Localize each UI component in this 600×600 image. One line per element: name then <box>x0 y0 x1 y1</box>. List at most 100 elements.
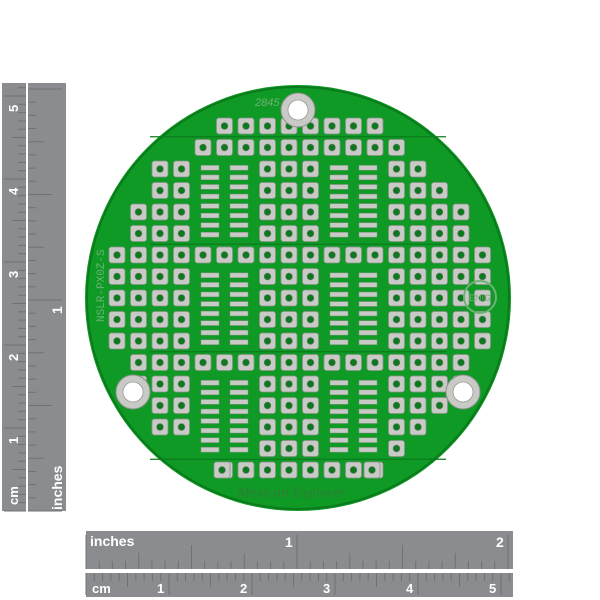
solder-pad <box>259 461 276 479</box>
solder-pad <box>302 289 319 307</box>
solder-pad <box>345 139 362 156</box>
solder-pad <box>213 461 231 479</box>
solder-pad <box>259 268 276 285</box>
solder-pad <box>280 354 298 371</box>
solder-pad <box>280 289 298 307</box>
solder-pad <box>259 289 276 307</box>
solder-pad <box>173 311 190 328</box>
solder-pad <box>173 225 190 242</box>
solder-pad <box>259 332 276 350</box>
solder-pad <box>108 311 126 328</box>
solder-pad <box>409 225 427 242</box>
solder-pad <box>409 268 427 285</box>
solder-pad <box>216 139 233 156</box>
solder-pad <box>363 461 381 479</box>
solder-pad <box>388 203 405 221</box>
solder-pad <box>452 203 470 221</box>
solder-pad <box>151 354 169 371</box>
solder-pad <box>130 268 147 285</box>
solder-pad <box>173 332 190 350</box>
solder-pad <box>151 203 169 221</box>
silkscreen-code: 2845 <box>254 97 280 109</box>
solder-pad <box>388 440 405 457</box>
solder-pad <box>388 139 405 156</box>
solder-pad <box>151 289 169 307</box>
solder-pad <box>452 225 470 242</box>
solder-pad <box>366 117 384 135</box>
silkscreen-brand: Mexican Explorer <box>236 485 345 501</box>
solder-pad <box>151 225 169 242</box>
solder-pad <box>302 461 319 479</box>
solder-pad <box>280 397 298 414</box>
solder-pad <box>151 268 169 285</box>
solder-pad <box>409 354 427 371</box>
solder-pad <box>259 418 276 436</box>
solder-pad <box>130 332 147 350</box>
soic-footprint <box>329 272 378 345</box>
solder-pad <box>151 182 169 199</box>
solder-pad <box>259 311 276 328</box>
silkscreen-edge-code: NSLR-PX0Z-S <box>96 249 108 322</box>
solder-pad <box>216 117 233 135</box>
solder-pad <box>130 289 147 307</box>
solder-pad <box>323 461 341 479</box>
soic-footprint <box>200 165 249 238</box>
vertical-ruler-inch-ticks: 1 <box>28 88 65 512</box>
solder-pad <box>173 289 190 307</box>
solder-pad <box>452 354 470 371</box>
solder-pad <box>409 332 427 350</box>
solder-pad <box>388 289 405 307</box>
solder-pad <box>388 311 405 328</box>
solder-pad <box>280 268 298 285</box>
solder-pad <box>409 160 427 178</box>
solder-pad <box>173 246 190 264</box>
solder-pad <box>108 246 126 264</box>
solder-pad <box>302 332 319 350</box>
solder-pad <box>173 268 190 285</box>
solder-pad <box>259 354 276 371</box>
solder-pad <box>259 203 276 221</box>
solder-pad <box>302 160 319 178</box>
solder-pad <box>280 225 298 242</box>
solder-pad <box>173 203 190 221</box>
solder-pad <box>474 332 491 350</box>
solder-pad <box>431 203 448 221</box>
horizontal-ruler-cm-label: 5 <box>489 581 496 596</box>
solder-pad <box>431 397 448 414</box>
solder-pad <box>173 354 190 371</box>
vertical-ruler-inch-label: 1 <box>49 306 65 314</box>
solder-pad <box>280 182 298 199</box>
mounting-hole <box>115 374 151 410</box>
solder-pad <box>474 311 491 328</box>
soic-footprint <box>200 380 249 453</box>
vertical-ruler-inch-unit: inches <box>49 465 65 510</box>
horizontal-ruler-inch-unit: inches <box>90 533 135 549</box>
solder-pad <box>151 332 169 350</box>
solder-pad <box>194 246 212 264</box>
solder-pad <box>474 289 491 307</box>
mounting-holes <box>115 92 481 410</box>
solder-pad <box>173 182 190 199</box>
solder-pad <box>108 332 126 350</box>
solder-pad <box>388 268 405 285</box>
solder-pad <box>431 354 448 371</box>
vertical-ruler-cm-label: 4 <box>6 187 21 195</box>
board-logo-text: ENIG <box>469 293 491 303</box>
solder-pad <box>194 139 212 156</box>
solder-pad <box>237 139 255 156</box>
vertical-ruler-cm-label: 2 <box>6 354 21 361</box>
horizontal-ruler-cm-label: 2 <box>240 581 247 596</box>
mounting-hole <box>445 374 481 410</box>
solder-pad <box>431 311 448 328</box>
solder-pad <box>323 354 341 371</box>
solder-pad <box>259 440 276 457</box>
horizontal-ruler-inch-label: 1 <box>285 534 293 550</box>
solder-pad <box>323 117 341 135</box>
soic-footprints <box>200 165 378 453</box>
solder-pads <box>108 117 491 479</box>
pcb-traces <box>150 136 446 460</box>
